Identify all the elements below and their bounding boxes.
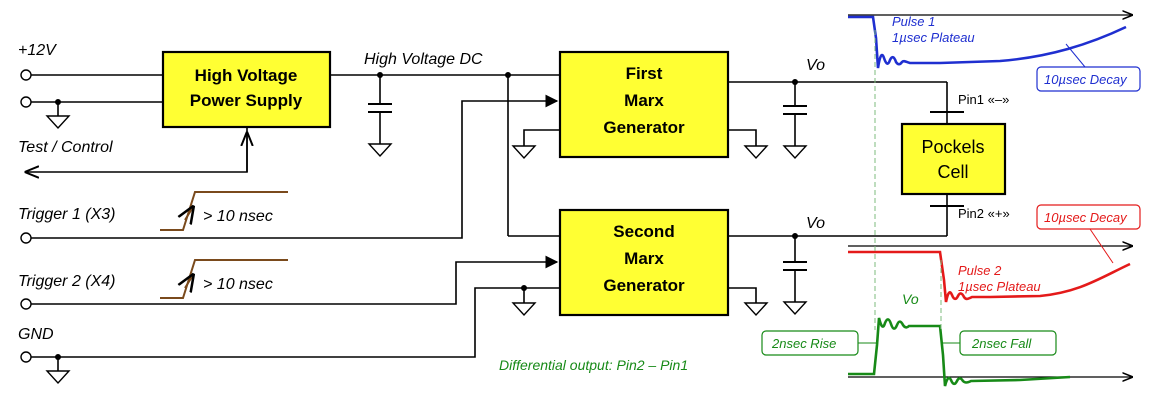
psu-label-2: Power Supply: [190, 91, 303, 110]
label-trigger1: Trigger 1 (X3): [18, 206, 116, 223]
rise-callout: 2nsec Rise: [771, 336, 836, 351]
label-vo-top: Vo: [806, 57, 825, 74]
output-vo-label: Vo: [902, 291, 919, 307]
trigger-pulse-2: > 10 nsec: [160, 259, 288, 299]
capacitors: [368, 103, 807, 271]
trigger2-duration: > 10 nsec: [203, 276, 273, 293]
cell-label-1: Pockels: [921, 137, 984, 157]
second-marx-generator-block: Second Marx Generator: [558, 208, 730, 317]
label-trigger2: Trigger 2 (X4): [18, 273, 116, 290]
terminal-gnd: [20, 351, 32, 363]
label-12v: +12V: [18, 42, 57, 59]
marx2-label-1: Second: [613, 222, 674, 241]
pulse2-decay: 10µsec Decay: [1044, 210, 1128, 225]
terminal-trigger2: [20, 298, 32, 310]
pulse2-waveform: Pulse 2 1µsec Plateau 10µsec Decay: [848, 204, 1141, 303]
label-hv-dc: High Voltage DC: [364, 51, 483, 68]
label-pin2: Pin2 «+»: [958, 206, 1010, 221]
trigger1-duration: > 10 nsec: [203, 208, 273, 225]
hv-power-supply-block: High Voltage Power Supply: [161, 50, 332, 129]
wiring: [26, 72, 948, 371]
label-pin1: Pin1 «–»: [958, 92, 1009, 107]
marx1-label-1: First: [626, 64, 663, 83]
pulse2-title: Pulse 2: [958, 263, 1002, 278]
pockels-electrodes: [930, 111, 964, 207]
output-waveform: Vo 2nsec Rise 2nsec Fall Differential ou…: [499, 291, 1132, 387]
label-test-control: Test / Control: [18, 139, 113, 156]
marx1-label-3: Generator: [603, 118, 685, 137]
timing-guides: [874, 30, 942, 330]
label-vo-bottom: Vo: [806, 215, 825, 232]
terminal-12v-return: [20, 96, 32, 108]
terminal-trigger1: [20, 232, 32, 244]
fall-callout: 2nsec Fall: [971, 336, 1032, 351]
marx2-label-3: Generator: [603, 276, 685, 295]
pulse1-plateau: 1µsec Plateau: [892, 30, 975, 45]
label-gnd: GND: [18, 326, 54, 343]
cell-label-2: Cell: [937, 162, 968, 182]
trigger-pulse-1: > 10 nsec: [160, 191, 288, 231]
pockels-cell-block: Pockels Cell: [900, 122, 1007, 196]
first-marx-generator-block: First Marx Generator: [558, 50, 730, 159]
marx2-label-2: Marx: [624, 249, 664, 268]
marx1-label-2: Marx: [624, 91, 664, 110]
pulse1-decay: 10µsec Decay: [1044, 72, 1128, 87]
ground-symbols: [45, 115, 808, 385]
terminal-12v: [20, 69, 32, 81]
pulse1-title: Pulse 1: [892, 14, 935, 29]
pulse2-plateau: 1µsec Plateau: [958, 279, 1041, 294]
psu-label-1: High Voltage: [195, 66, 298, 85]
differential-output-label: Differential output: Pin2 – Pin1: [499, 357, 688, 373]
pulse1-waveform: Pulse 1 1µsec Plateau 10µsec Decay: [848, 14, 1141, 92]
